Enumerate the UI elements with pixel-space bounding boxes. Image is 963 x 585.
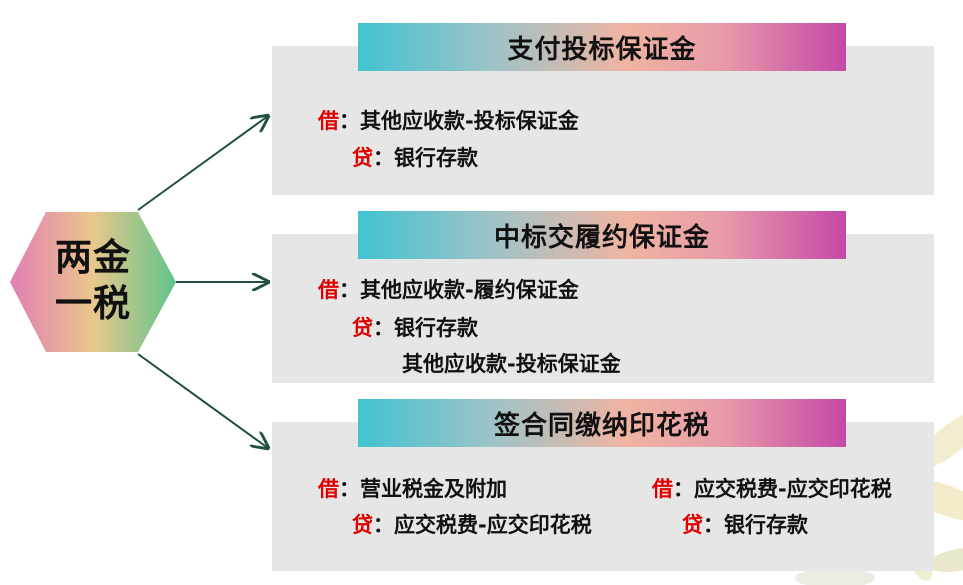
- credit-label: 贷: [352, 146, 373, 170]
- section-3-entry-1-debit-line: 借：营业税金及附加: [318, 475, 507, 503]
- section-3-title: 签合同缴纳印花税: [358, 399, 846, 447]
- section-3-entry-2-credit-line: 贷：银行存款: [682, 511, 808, 539]
- credit-label: 贷: [352, 316, 373, 340]
- debit-account: ：应交税费-应交印花税: [673, 477, 892, 501]
- debit-label: 借: [318, 278, 339, 302]
- debit-label: 借: [652, 477, 673, 501]
- credit-account: ：银行存款: [373, 146, 478, 170]
- section-2-credit-line: 贷：银行存款: [352, 314, 478, 342]
- debit-account: ：其他应收款-投标保证金: [339, 109, 579, 133]
- credit-account-2: 其他应收款-投标保证金: [402, 352, 621, 376]
- debit-label: 借: [318, 477, 339, 501]
- section-3-entry-2-debit-line: 借：应交税费-应交印花税: [652, 475, 892, 503]
- debit-label: 借: [318, 109, 339, 133]
- debit-account: ：营业税金及附加: [339, 477, 507, 501]
- center-hexagon: [10, 212, 176, 352]
- section-2-title: 中标交履约保证金: [358, 211, 846, 259]
- arrow-to-section-1: [137, 116, 268, 211]
- center-label-line-2: 一税: [55, 282, 131, 325]
- section-2-credit-line-2: 其他应收款-投标保证金: [402, 350, 621, 378]
- section-1-credit-line: 贷：银行存款: [352, 144, 478, 172]
- credit-label: 贷: [682, 513, 703, 537]
- credit-account: ：应交税费-应交印花税: [373, 513, 592, 537]
- section-1-title: 支付投标保证金: [358, 23, 846, 71]
- credit-label: 贷: [352, 513, 373, 537]
- section-3-entry-1-credit-line: 贷：应交税费-应交印花税: [352, 511, 592, 539]
- debit-account: ：其他应收款-履约保证金: [339, 278, 579, 302]
- section-2-debit-line: 借：其他应收款-履约保证金: [318, 276, 579, 304]
- arrow-to-section-3: [137, 353, 268, 448]
- center-label: 两金 一税: [18, 222, 168, 340]
- center-label-line-1: 两金: [55, 236, 131, 279]
- section-1-debit-line: 借：其他应收款-投标保证金: [318, 107, 579, 135]
- credit-account: ：银行存款: [703, 513, 808, 537]
- credit-account: ：银行存款: [373, 316, 478, 340]
